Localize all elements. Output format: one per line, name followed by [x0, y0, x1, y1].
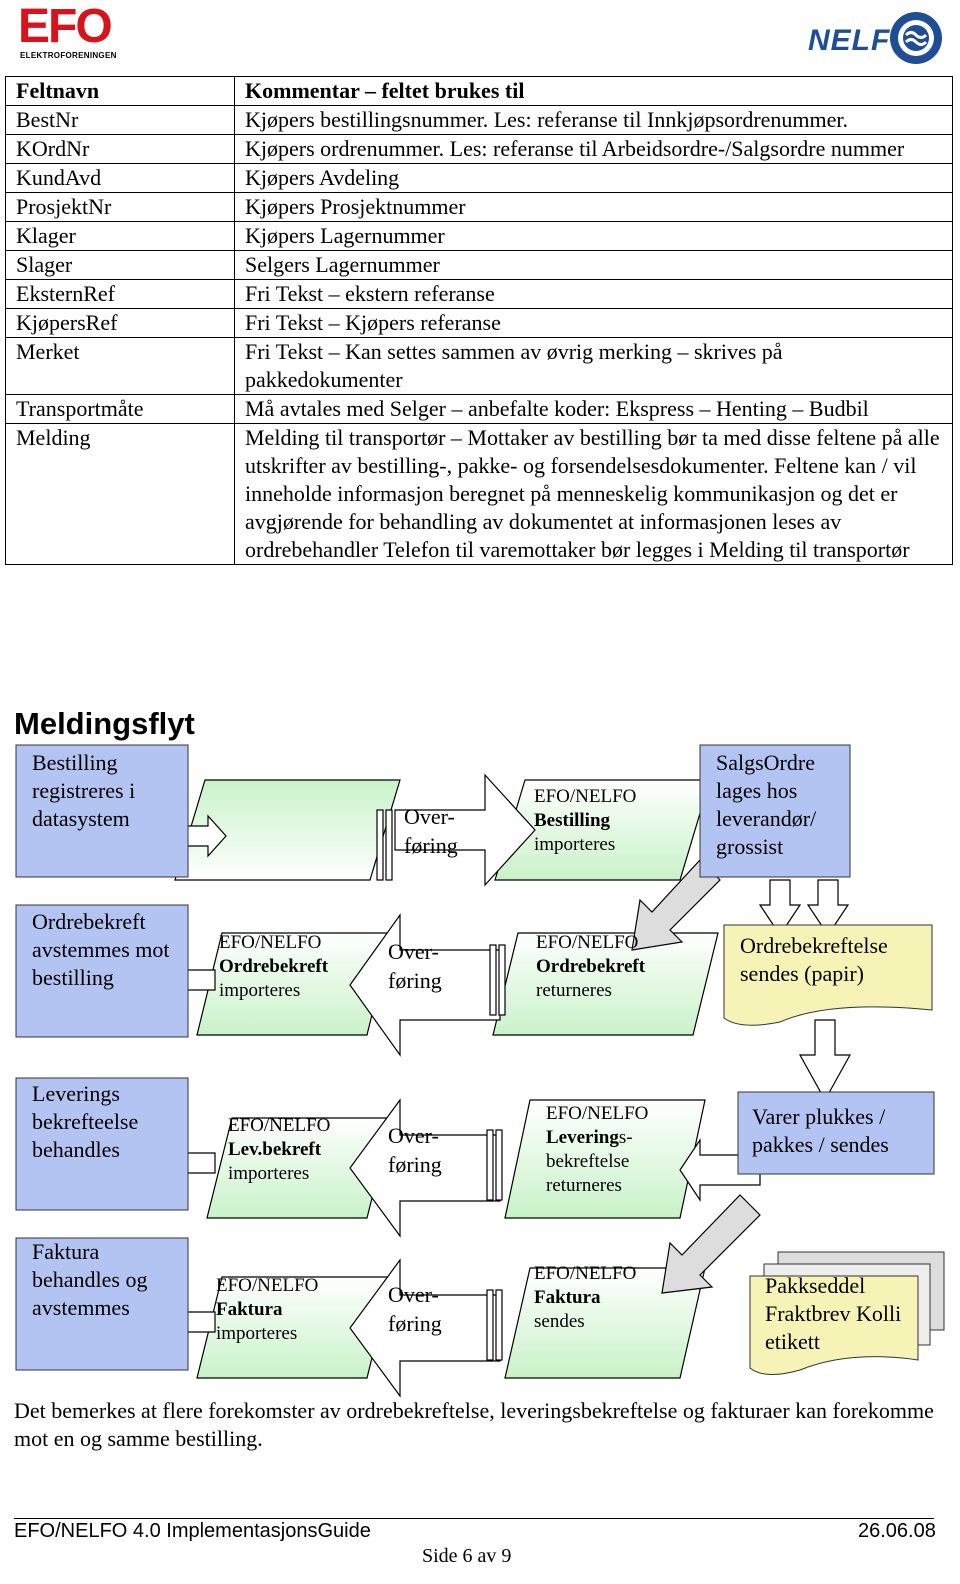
para-line-bold: Faktura: [534, 1287, 601, 1308]
parallelogram-row4-right: [504, 1267, 706, 1379]
para-line: returneres: [536, 980, 612, 1001]
field-comment: Kjøpers Avdeling: [234, 163, 953, 193]
para-line: returneres: [546, 1175, 622, 1196]
flow-para-row3-left: EFO/NELFO Lev.bekreft importeres: [228, 1114, 330, 1186]
para-line-bold: Lev.bekreft: [228, 1139, 322, 1160]
footer-page-number: Side 6 av 9: [422, 1545, 512, 1567]
field-name: Slager: [5, 250, 235, 280]
efo-logo-subtitle: ELEKTROFORENINGEN: [20, 51, 117, 60]
para-line: importeres: [216, 1323, 298, 1344]
para-line: EFO/NELFO: [219, 932, 322, 953]
overforing-arrow-right-1: [394, 773, 536, 887]
flow-title: Meldingsflyt: [14, 706, 195, 741]
para-line: importeres: [534, 834, 616, 855]
para-line-bold: Levering: [546, 1127, 619, 1148]
field-comment: Kjøpers bestillingsnummer. Les: referans…: [234, 105, 953, 135]
overforing-label-3: Over-føring: [388, 1123, 442, 1177]
para-line: importeres: [228, 1163, 310, 1184]
para-line-bold: Ordrebekreft: [536, 956, 646, 977]
flow-box-bestilling-registreres: Bestilling registreres i datasystem: [32, 750, 136, 831]
note-paragraph: Det bemerkes at flere forekomster av ord…: [14, 1398, 934, 1451]
overforing-label-4: Over-føring: [388, 1282, 442, 1336]
efo-logo: EFO ELEKTROFORENINGEN: [18, 2, 126, 62]
field-name: Melding: [5, 423, 235, 565]
flow-box-varer-plukkes: Varer plukkes / pakkes / sendes: [752, 1104, 889, 1157]
para-line: EFO/NELFO: [546, 1103, 649, 1124]
para-line: EFO/NELFO: [534, 1263, 637, 1284]
para-line-mixed: Leverings-: [546, 1126, 648, 1150]
overforing-label-1: Over-føring: [404, 804, 458, 858]
nelfo-emblem-icon: [890, 12, 942, 64]
fields-table: Feltnavn Kommentar – feltet brukes til B…: [5, 76, 953, 565]
flow-para-row3-right: EFO/NELFO Leverings- bekreftelse returne…: [546, 1102, 648, 1198]
field-comment: Kjøpers Prosjektnummer: [234, 192, 953, 222]
parallelogram-row3-right: [504, 1099, 706, 1219]
flow-box-faktura-behandles: Faktura behandles og avstemmes: [32, 1239, 148, 1320]
flow-box-salgsordre: SalgsOrdre lages hos leverandør/ grossis…: [716, 750, 817, 859]
field-name: EksternRef: [5, 279, 235, 309]
para-line: bekreftelse: [546, 1151, 630, 1172]
overforing-arrow-left-2: [349, 913, 501, 1057]
parallelogram-row2-left: [196, 932, 393, 1036]
para-line-bold: Ordrebekreft: [219, 956, 329, 977]
flow-box-ordrebekreftelse-sendes: Ordrebekreftelse sendes (papir): [740, 933, 888, 986]
field-comment: Fri Tekst – ekstern referanse: [234, 279, 953, 309]
para-line-suffix: s-: [618, 1127, 633, 1148]
table-header-row: Feltnavn Kommentar – feltet brukes til: [5, 76, 953, 106]
para-line: EFO/NELFO: [536, 932, 639, 953]
para-line-bold: Bestilling: [534, 810, 611, 831]
para-line: importeres: [219, 980, 301, 1001]
flow-para-row1-right: EFO/NELFO Bestilling importeres: [534, 785, 636, 857]
overforing-arrow-left-4: [349, 1258, 501, 1398]
field-comment: Må avtales med Selger – anbefalte koder:…: [234, 394, 953, 424]
footer-divider: [14, 1518, 934, 1519]
field-name: Transportmåte: [5, 394, 235, 424]
flow-box-ordrebekreft-avstemmes: Ordrebekreft avstemmes mot bestilling: [32, 909, 170, 990]
para-line: EFO/NELFO: [228, 1115, 331, 1136]
flow-para-row4-right: EFO/NELFO Faktura sendes: [534, 1262, 636, 1334]
overforing-arrow-left-3: [349, 1098, 501, 1238]
flow-para-row4-left: EFO/NELFO Faktura importeres: [216, 1274, 318, 1346]
parallelogram-row4-left: [196, 1276, 393, 1379]
para-line: EFO/NELFO: [534, 786, 637, 807]
overforing-label-2: Over-føring: [388, 939, 442, 993]
flow-box-leveringsbekreftelse: Leverings bekrefteelse behandles: [32, 1081, 139, 1162]
para-line: EFO/NELFO: [216, 1275, 319, 1296]
parallelogram-row3-left: [206, 1117, 393, 1219]
flow-para-row2-right: EFO/NELFO Ordrebekreft returneres: [536, 931, 645, 1003]
field-name: KOrdNr: [5, 134, 235, 164]
flow-para-row2-left: EFO/NELFO Ordrebekreft importeres: [219, 931, 328, 1003]
footer-date: 26.06.08: [858, 1520, 936, 1542]
flow-box-pakkseddel: Pakkseddel Fraktbrev Kolli etikett: [765, 1273, 902, 1354]
field-comment: Fri Tekst – Kan settes sammen av øvrig m…: [234, 337, 953, 395]
field-name: KundAvd: [5, 163, 235, 193]
para-line: sendes: [534, 1311, 585, 1332]
footer-document-title: EFO/NELFO 4.0 ImplementasjonsGuide: [14, 1520, 371, 1542]
para-line-bold: Faktura: [216, 1299, 283, 1320]
field-name: Merket: [5, 337, 235, 395]
field-comment: Melding til transportør – Mottaker av be…: [234, 423, 953, 565]
field-name: ProsjektNr: [5, 192, 235, 222]
field-comment: Kjøpers ordrenummer. Les: referanse til …: [234, 134, 953, 164]
nelfo-logo: NELFO: [808, 2, 948, 72]
field-comment: Fri Tekst – Kjøpers referanse: [234, 308, 953, 338]
efo-logo-text: EFO: [18, 0, 113, 53]
